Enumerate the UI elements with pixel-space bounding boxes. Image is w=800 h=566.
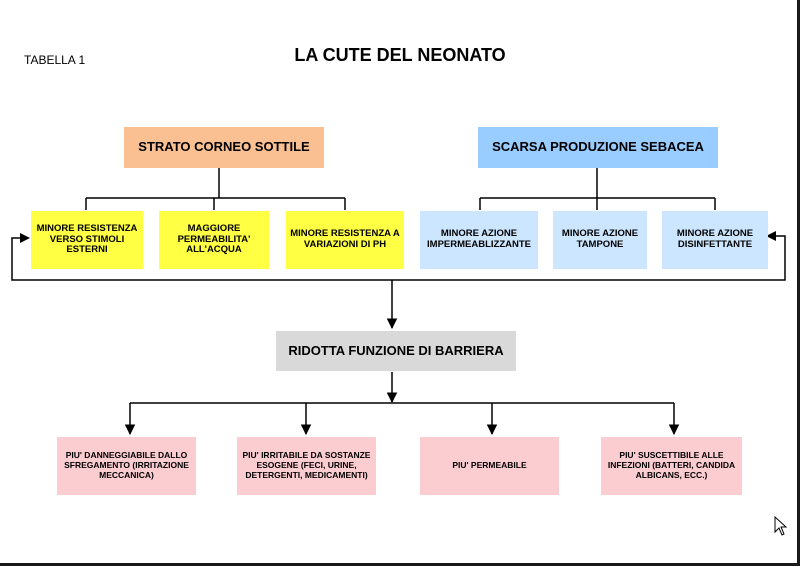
outcome-suscettibile-infezioni: PIU' SUSCETTIBILE ALLE INFEZIONI (BATTER… [601, 437, 742, 495]
outcome-irritabile: PIU' IRRITABILE DA SOSTANZE ESOGENE (FEC… [237, 437, 376, 495]
item-azione-disinfettante: MINORE AZIONE DISINFETTANTE [662, 211, 768, 269]
item-minore-resistenza-stimoli: MINORE RESISTENZA VERSO STIMOLI ESTERNI [31, 211, 143, 269]
box-ridotta-funzione-barriera: RIDOTTA FUNZIONE DI BARRIERA [276, 331, 516, 371]
mouse-cursor-icon [774, 516, 788, 536]
page-title: LA CUTE DEL NEONATO [294, 45, 506, 65]
item-minore-resistenza-ph: MINORE RESISTENZA A VARIAZIONI DI PH [286, 211, 404, 269]
outcome-danneggiabile: PIU' DANNEGGIABILE DALLO SFREGAMENTO (IR… [57, 437, 196, 495]
header-produzione-sebacea: SCARSA PRODUZIONE SEBACEA [478, 127, 718, 168]
window-border-right [797, 0, 800, 566]
header-strato-corneo: STRATO CORNEO SOTTILE [124, 127, 324, 168]
window-border-bottom [0, 563, 800, 566]
item-maggiore-permeabilita: MAGGIORE PERMEABILITA' ALL'ACQUA [159, 211, 269, 269]
item-azione-impermeabilizzante: MINORE AZIONE IMPERMEABLIZZANTE [420, 211, 538, 269]
item-azione-tampone: MINORE AZIONE TAMPONE [553, 211, 647, 269]
table-label: TABELLA 1 [24, 53, 86, 67]
outcome-permeabile: PIU' PERMEABILE [420, 437, 559, 495]
